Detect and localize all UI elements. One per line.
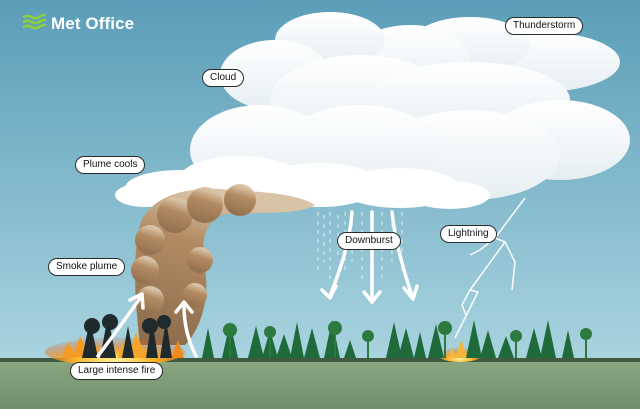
round-trees	[223, 321, 592, 358]
downburst-arrows	[320, 210, 419, 304]
burnt-trees	[82, 314, 172, 358]
label-large-intense-fire: Large intense fire	[70, 362, 164, 380]
label-plume-cools: Plume cools	[75, 156, 146, 174]
label-thunderstorm: Thunderstorm	[505, 17, 584, 35]
label-downburst: Downburst	[337, 232, 401, 250]
leaf-wave-logo-icon	[22, 12, 47, 35]
met-office-logo[interactable]: Met Office	[22, 12, 134, 35]
label-smoke-plume: Smoke plume	[48, 258, 126, 276]
tree-icon	[202, 320, 574, 358]
label-lightning: Lightning	[440, 225, 497, 243]
updraft-arrow-icon	[96, 292, 198, 358]
brand-name: Met Office	[51, 13, 135, 33]
label-cloud: Cloud	[202, 69, 245, 87]
